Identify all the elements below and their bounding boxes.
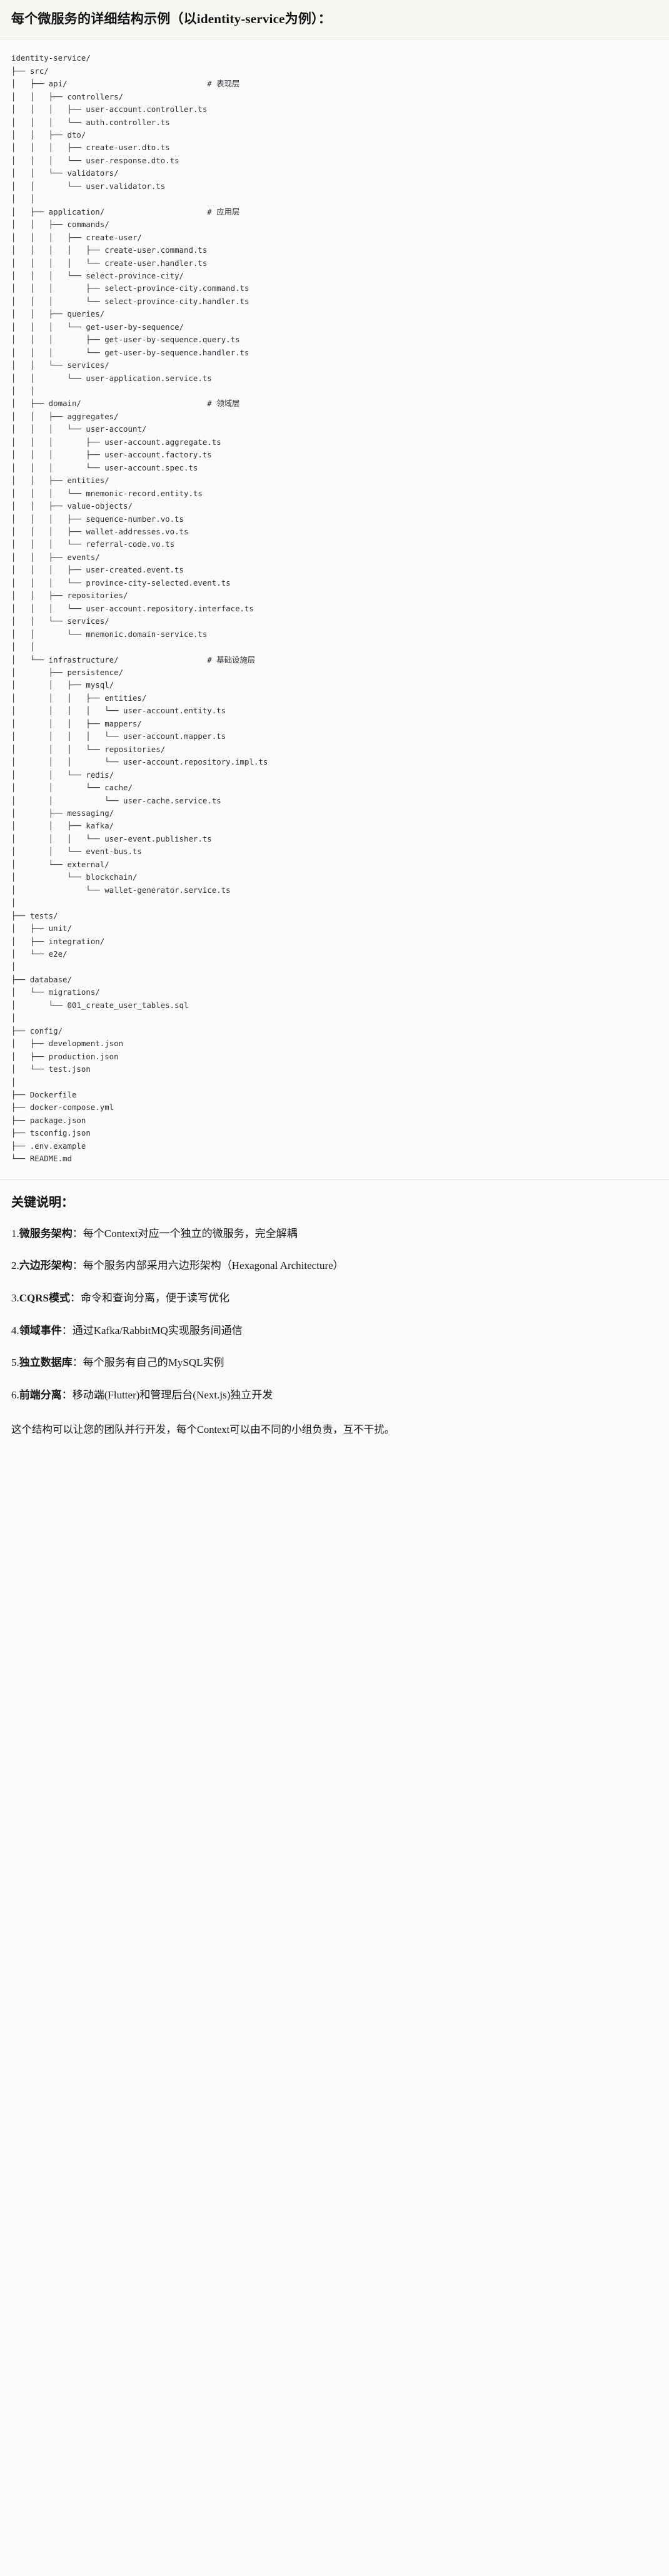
note-number: 2. bbox=[11, 1260, 19, 1272]
note-keyword: 六边形架构 bbox=[19, 1260, 73, 1272]
list-item: 2.六边形架构：每个服务内部采用六边形架构（Hexagonal Architec… bbox=[11, 1258, 658, 1274]
note-separator: ： bbox=[61, 1324, 73, 1336]
note-separator: ： bbox=[72, 1357, 83, 1369]
directory-tree-block: identity-service/ ├── src/ │ ├── api/ # … bbox=[0, 39, 669, 1180]
list-item: 3.CQRS模式：命令和查询分离，便于读写优化 bbox=[11, 1291, 658, 1306]
note-separator: ： bbox=[72, 1260, 83, 1272]
note-description: 每个服务有自己的MySQL实例 bbox=[83, 1357, 224, 1369]
key-notes-section: 关键说明： 1.微服务架构：每个Context对应一个独立的微服务，完全解耦 2… bbox=[0, 1179, 669, 1453]
note-number: 6. bbox=[11, 1388, 19, 1401]
note-keyword: 前端分离 bbox=[19, 1388, 62, 1401]
page-root: 每个微服务的详细结构示例（以identity-service为例）： ident… bbox=[0, 0, 669, 1453]
note-keyword: 领域事件 bbox=[19, 1324, 62, 1336]
note-keyword: CQRS模式 bbox=[19, 1291, 70, 1304]
page-header: 每个微服务的详细结构示例（以identity-service为例）： bbox=[0, 0, 669, 40]
page-title: 每个微服务的详细结构示例（以identity-service为例）： bbox=[11, 11, 331, 26]
note-description: 移动端(Flutter)和管理后台(Next.js)独立开发 bbox=[72, 1388, 273, 1401]
directory-tree: identity-service/ ├── src/ │ ├── api/ # … bbox=[11, 53, 268, 1164]
note-number: 1. bbox=[11, 1227, 19, 1240]
list-item: 4.领域事件：通过Kafka/RabbitMQ实现服务间通信 bbox=[11, 1323, 658, 1339]
note-number: 3. bbox=[11, 1291, 19, 1304]
list-item: 1.微服务架构：每个Context对应一个独立的微服务，完全解耦 bbox=[11, 1226, 658, 1242]
note-separator: ： bbox=[61, 1388, 73, 1401]
note-separator: ： bbox=[72, 1227, 83, 1240]
note-description: 命令和查询分离，便于读写优化 bbox=[80, 1291, 229, 1304]
note-keyword: 独立数据库 bbox=[19, 1357, 73, 1369]
note-number: 5. bbox=[11, 1357, 19, 1369]
note-description: 通过Kafka/RabbitMQ实现服务间通信 bbox=[72, 1324, 243, 1336]
note-description: 每个Context对应一个独立的微服务，完全解耦 bbox=[83, 1227, 298, 1240]
key-notes-title: 关键说明： bbox=[11, 1195, 74, 1209]
note-separator: ： bbox=[69, 1291, 81, 1304]
note-description: 每个服务内部采用六边形架构（Hexagonal Architecture） bbox=[83, 1260, 344, 1272]
key-notes-list: 1.微服务架构：每个Context对应一个独立的微服务，完全解耦 2.六边形架构… bbox=[11, 1226, 658, 1403]
list-item: 5.独立数据库：每个服务有自己的MySQL实例 bbox=[11, 1355, 658, 1371]
note-number: 4. bbox=[11, 1324, 19, 1336]
note-keyword: 微服务架构 bbox=[19, 1227, 73, 1240]
closing-paragraph: 这个结构可以让您的团队并行开发，每个Context可以由不同的小组负责，互不干扰… bbox=[11, 1423, 395, 1435]
list-item: 6.前端分离：移动端(Flutter)和管理后台(Next.js)独立开发 bbox=[11, 1388, 658, 1403]
